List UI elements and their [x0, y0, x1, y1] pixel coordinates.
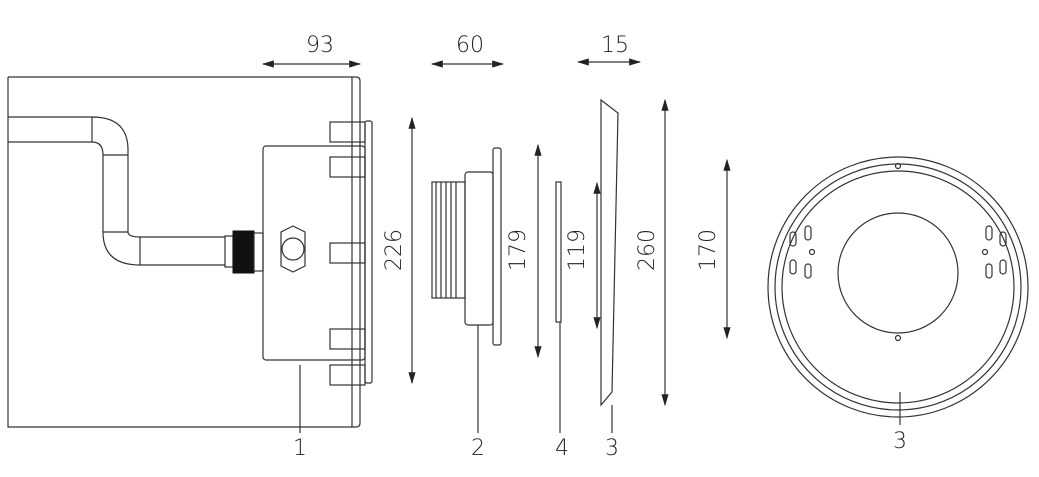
part-label-1: 1: [293, 436, 307, 461]
dim-flange-height: 179: [506, 229, 531, 271]
dim-box-height: 226: [382, 229, 407, 271]
part-label-2: 2: [471, 436, 485, 461]
part-label-3-front: 3: [893, 429, 907, 454]
dim-ring-depth: 15: [601, 33, 629, 58]
dim-box-depth: 93: [306, 33, 334, 58]
dim-ring-inner-diameter: 170: [696, 229, 721, 271]
cable-pipe: [8, 116, 225, 266]
dim-ring-side-height: 260: [635, 229, 660, 271]
trim-ring-front: [767, 156, 1029, 418]
part-label-3-side: 3: [605, 436, 619, 461]
cable-gland: [224, 230, 264, 274]
wall-niche: [7, 76, 361, 428]
dim-gasket-height: 119: [565, 229, 590, 271]
lamp-body: [431, 147, 502, 346]
dim-gland-depth: 60: [456, 33, 484, 58]
junction-box: [262, 120, 373, 386]
dimension-arrows: [261, 58, 731, 407]
gasket: [555, 181, 562, 323]
part-label-4: 4: [555, 436, 569, 461]
trim-ring-side: [600, 98, 619, 407]
